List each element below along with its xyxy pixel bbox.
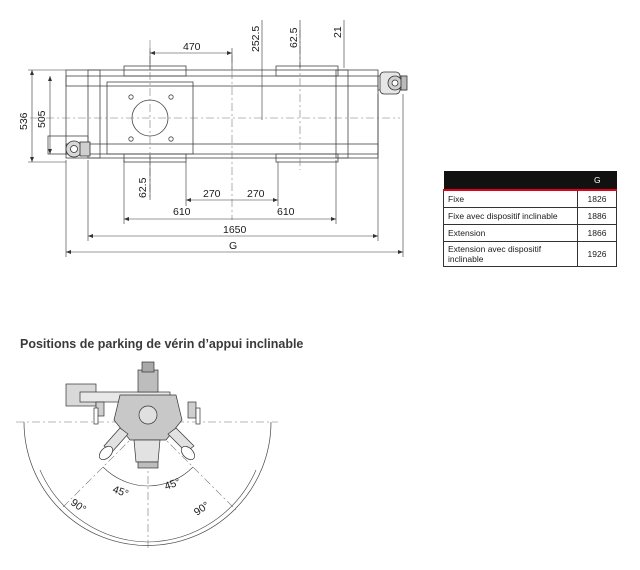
row-value: 1826	[577, 189, 617, 208]
pad-top-right	[275, 65, 339, 77]
table-row: Fixe 1826	[443, 189, 617, 208]
parking-positions-drawing	[16, 361, 278, 548]
dim-610-left: 610	[173, 206, 191, 218]
table-header-row: G	[443, 171, 617, 191]
g-dimension-table: G Fixe 1826 Fixe avec dispositif inclina…	[443, 171, 617, 267]
frame-outer	[65, 69, 379, 159]
dim-270-left: 270	[203, 188, 221, 200]
dim-270-right: 270	[247, 188, 265, 200]
row-label: Fixe	[443, 189, 578, 208]
dim-62-5-top: 62.5	[288, 27, 300, 48]
dim-470: 470	[183, 41, 201, 53]
left-coupling-head	[65, 140, 91, 158]
top-rail	[65, 75, 379, 87]
dim-G: G	[229, 240, 237, 252]
dim-21: 21	[332, 26, 344, 38]
row-value: 1866	[577, 224, 617, 242]
table-row: Extension 1866	[443, 224, 617, 242]
dim-62-5-left: 62.5	[137, 177, 149, 198]
dim-610-right: 610	[277, 206, 295, 218]
angle-45-left: 45°	[111, 484, 130, 501]
table-header-g: G	[577, 171, 617, 191]
bottom-rail	[65, 143, 379, 155]
dim-1650: 1650	[223, 224, 247, 236]
angle-45-right: 45°	[163, 476, 182, 493]
right-coupling-head	[379, 71, 408, 95]
pad-top-left	[123, 65, 187, 77]
angle-90-right: 90°	[192, 500, 212, 519]
table-row: Extension avec dispositif inclinable 192…	[443, 241, 617, 267]
left-end-plate	[87, 69, 101, 159]
row-value: 1886	[577, 207, 617, 225]
table-header-label	[443, 171, 578, 191]
row-value: 1926	[577, 241, 617, 267]
row-label: Fixe avec dispositif inclinable	[443, 207, 578, 225]
dim-505: 505	[36, 110, 48, 128]
dim-252-5: 252.5	[250, 26, 262, 52]
row-label: Extension	[443, 224, 578, 242]
row-label: Extension avec dispositif inclinable	[443, 241, 578, 267]
right-end-plate	[335, 69, 349, 159]
pad-bottom-right	[275, 153, 339, 163]
section-heading: Positions de parking de vérin d’appui in…	[20, 337, 304, 351]
dim-536: 536	[18, 112, 30, 130]
table-row: Fixe avec dispositif inclinable 1886	[443, 207, 617, 225]
